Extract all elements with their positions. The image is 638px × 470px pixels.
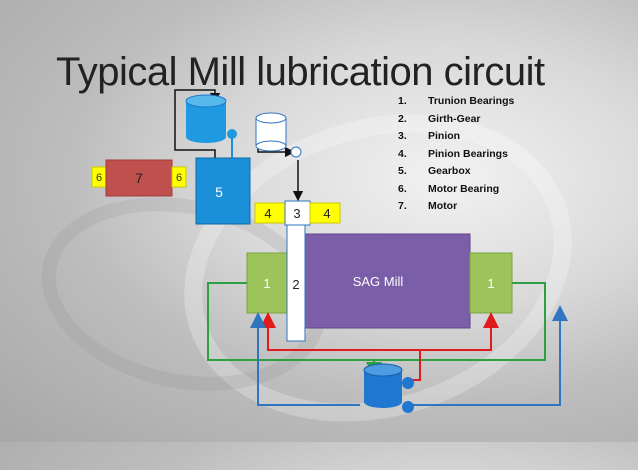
return-line-outer (207, 282, 546, 361)
legend-number: 7. (398, 200, 407, 212)
legend-label: Motor Bearing (428, 182, 500, 195)
lubrication-diagram: 6 7 6 5 SAG Mill 1 1 4 3 4 2 (91, 89, 568, 413)
legend-item: 7. Motor (398, 200, 514, 218)
legend-item: 1. Trunion Bearings (398, 95, 514, 113)
pinion-spray-valve-icon (290, 146, 302, 158)
legend-item: 5. Gearbox (398, 165, 514, 183)
gearbox (195, 157, 251, 225)
gearbox-oil-line (174, 89, 221, 183)
pinion-label: 3 (293, 206, 300, 221)
legend-item: 3. Pinion (398, 130, 514, 148)
girth-gear (286, 224, 306, 342)
legend-number: 6. (398, 182, 407, 195)
blue-line-right (410, 320, 561, 406)
blue-line-left (250, 312, 360, 406)
supply-line-right (420, 312, 499, 351)
pinion-oil-tank (255, 112, 287, 152)
sag-mill-label: SAG Mill (353, 274, 404, 289)
lube-pump-bottom-icon (402, 401, 414, 413)
legend-label: Trunion Bearings (428, 95, 515, 107)
legend-item: 4. Pinion Bearings (398, 148, 514, 166)
trunnion-left-label: 1 (263, 276, 270, 291)
legend-number: 4. (398, 147, 407, 160)
legend-label: Motor (428, 200, 458, 212)
motor-bearing-left-label: 6 (96, 172, 102, 184)
legend-item: 6. Motor Bearing (398, 183, 514, 201)
gearbox-pump-icon (227, 129, 237, 139)
legend-label: Pinion Bearings (428, 147, 508, 160)
gearbox-oil-tank (185, 94, 227, 143)
gearbox-label: 5 (215, 184, 223, 200)
pinion-bearing-right-label: 4 (323, 206, 330, 221)
girth-gear-label: 2 (292, 277, 299, 292)
trunnion-bearing-right (469, 252, 513, 314)
main-lube-tank (363, 363, 403, 408)
legend-number: 3. (398, 130, 407, 142)
pinion-bearing-right (309, 202, 341, 224)
sag-mill (304, 233, 471, 329)
legend-item: 2. Girth-Gear (398, 113, 514, 131)
motor-bearing-right (171, 166, 187, 188)
legend-number: 1. (398, 95, 407, 107)
legend-number: 2. (398, 112, 407, 125)
lube-pump-top-icon (402, 377, 414, 389)
motor-bearing-right-label: 6 (176, 172, 182, 184)
legend-label: Gearbox (428, 165, 471, 177)
motor-label: 7 (135, 170, 143, 186)
legend-label: Girth-Gear (428, 112, 481, 125)
legend-label: Pinion (428, 130, 461, 142)
pinion-bearing-left-label: 4 (264, 206, 271, 221)
trunnion-right-label: 1 (487, 276, 494, 291)
page-title: Typical Mill lubrication circuit (56, 50, 545, 94)
legend-list: 1. Trunion Bearings 2. Girth-Gear 3. Pinion… (398, 95, 514, 218)
legend-number: 5. (398, 165, 407, 177)
